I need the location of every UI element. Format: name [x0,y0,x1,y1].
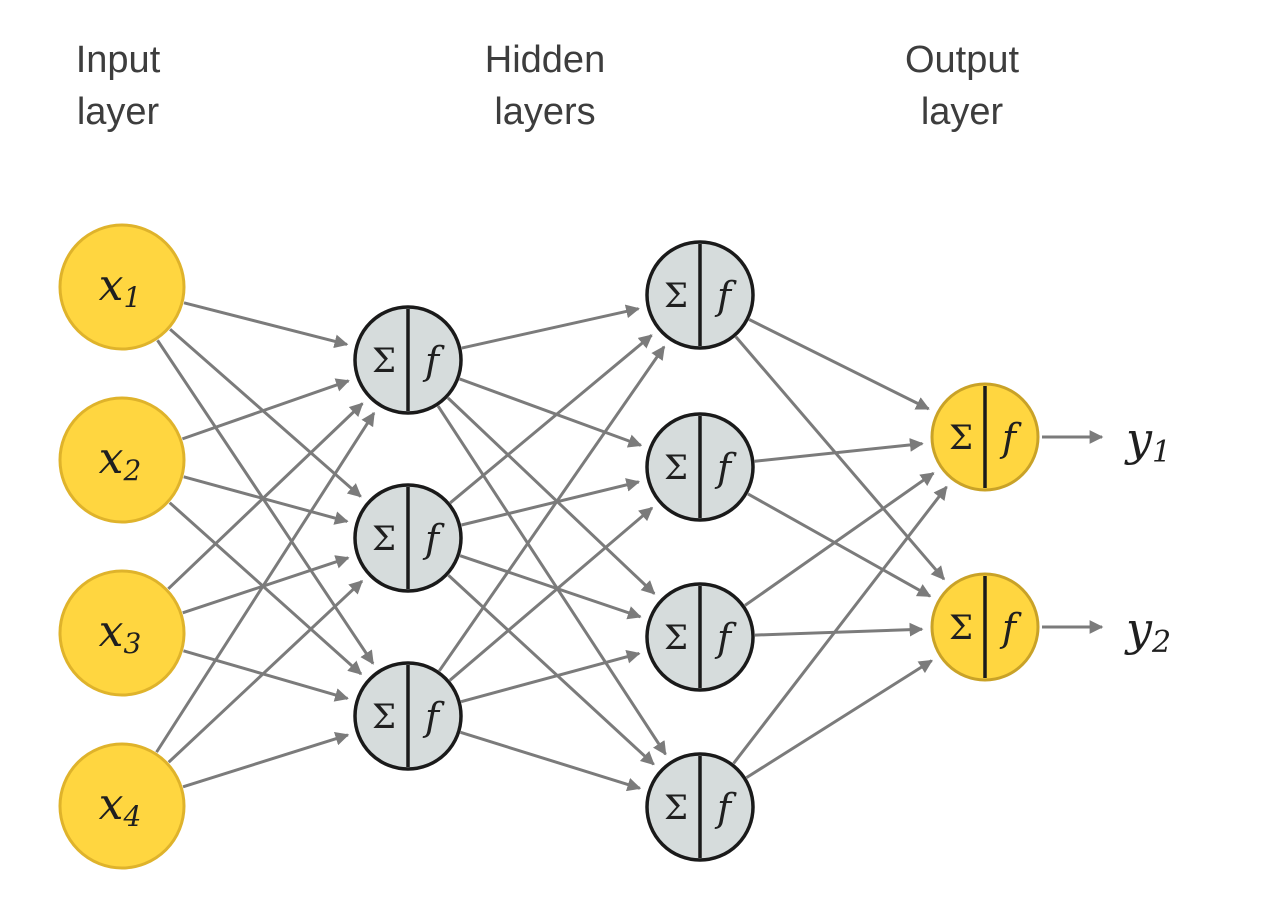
connection-arrow [732,485,948,765]
sum-symbol: Σ [664,448,688,488]
hidden-layers-header-line1: Hidden [484,39,606,81]
connection-arrow [460,730,642,792]
hidden-layers-header: Hidden layers [415,34,675,138]
connection-arrow [156,339,375,665]
sum-symbol: Σ [664,788,688,828]
connection-arrow [438,345,666,672]
connection-arrow [460,650,641,704]
connection-arrow [182,732,350,789]
connection-arrow [447,574,655,766]
connection-arrow [754,438,924,463]
input-node-circle [58,569,186,697]
connection-arrow [754,622,924,637]
input-label: x4 [99,779,142,833]
sum-symbol: Σ [949,608,973,648]
connection-arrow [436,405,667,756]
connection-arrow [183,301,349,349]
input-layer-header: Input layer [0,34,248,138]
connection-arrow [449,334,653,504]
sum-symbol: Σ [372,341,396,381]
connection-arrow [183,475,349,525]
input-node-circle [58,742,186,870]
connection-arrow [747,492,932,598]
connection-arrow [167,579,364,764]
input-label: x1 [99,260,142,314]
input-layer-header-line2: layer [76,91,160,133]
output-layer-header-line1: Output [904,39,1020,81]
output-layer-header: Output layer [832,34,1092,138]
sum-symbol: Σ [664,618,688,658]
connection-arrow [448,506,654,682]
connection-arrow [169,328,362,498]
input-node: x4 [58,742,186,870]
sum-symbol: Σ [372,519,396,559]
input-label: x3 [99,606,142,660]
connection-arrow [461,478,641,527]
input-node-circle [58,223,186,351]
connection-arrow [461,304,640,350]
connection-arrow [459,377,643,448]
connection-arrow [167,402,364,590]
sum-symbol: Σ [664,276,688,316]
connection-arrow [745,659,933,779]
connection-arrow [744,471,935,607]
connection-arrow [182,555,350,615]
connections [155,301,948,792]
connection-arrow [183,649,349,702]
input-node: x3 [58,569,186,697]
sum-symbol: Σ [372,697,396,737]
connection-arrow [155,411,376,753]
input-label: x2 [99,433,142,487]
input-node: x1 [58,223,186,351]
output-label: y1 [1124,412,1171,470]
output-layer-header-line2: layer [920,91,1004,133]
input-layer-header-line1: Input [75,39,161,81]
connection-arrow [181,378,350,441]
hidden-layers-header-line2: layers [494,91,596,133]
connection-arrow [168,501,363,676]
input-node: x2 [58,396,186,524]
input-node-circle [58,396,186,524]
connection-arrow [446,396,656,595]
connection-arrow [459,554,642,620]
connection-arrow [748,318,930,411]
connection-arrow [734,335,946,581]
output-label: y2 [1124,602,1171,660]
sum-symbol: Σ [949,418,973,458]
